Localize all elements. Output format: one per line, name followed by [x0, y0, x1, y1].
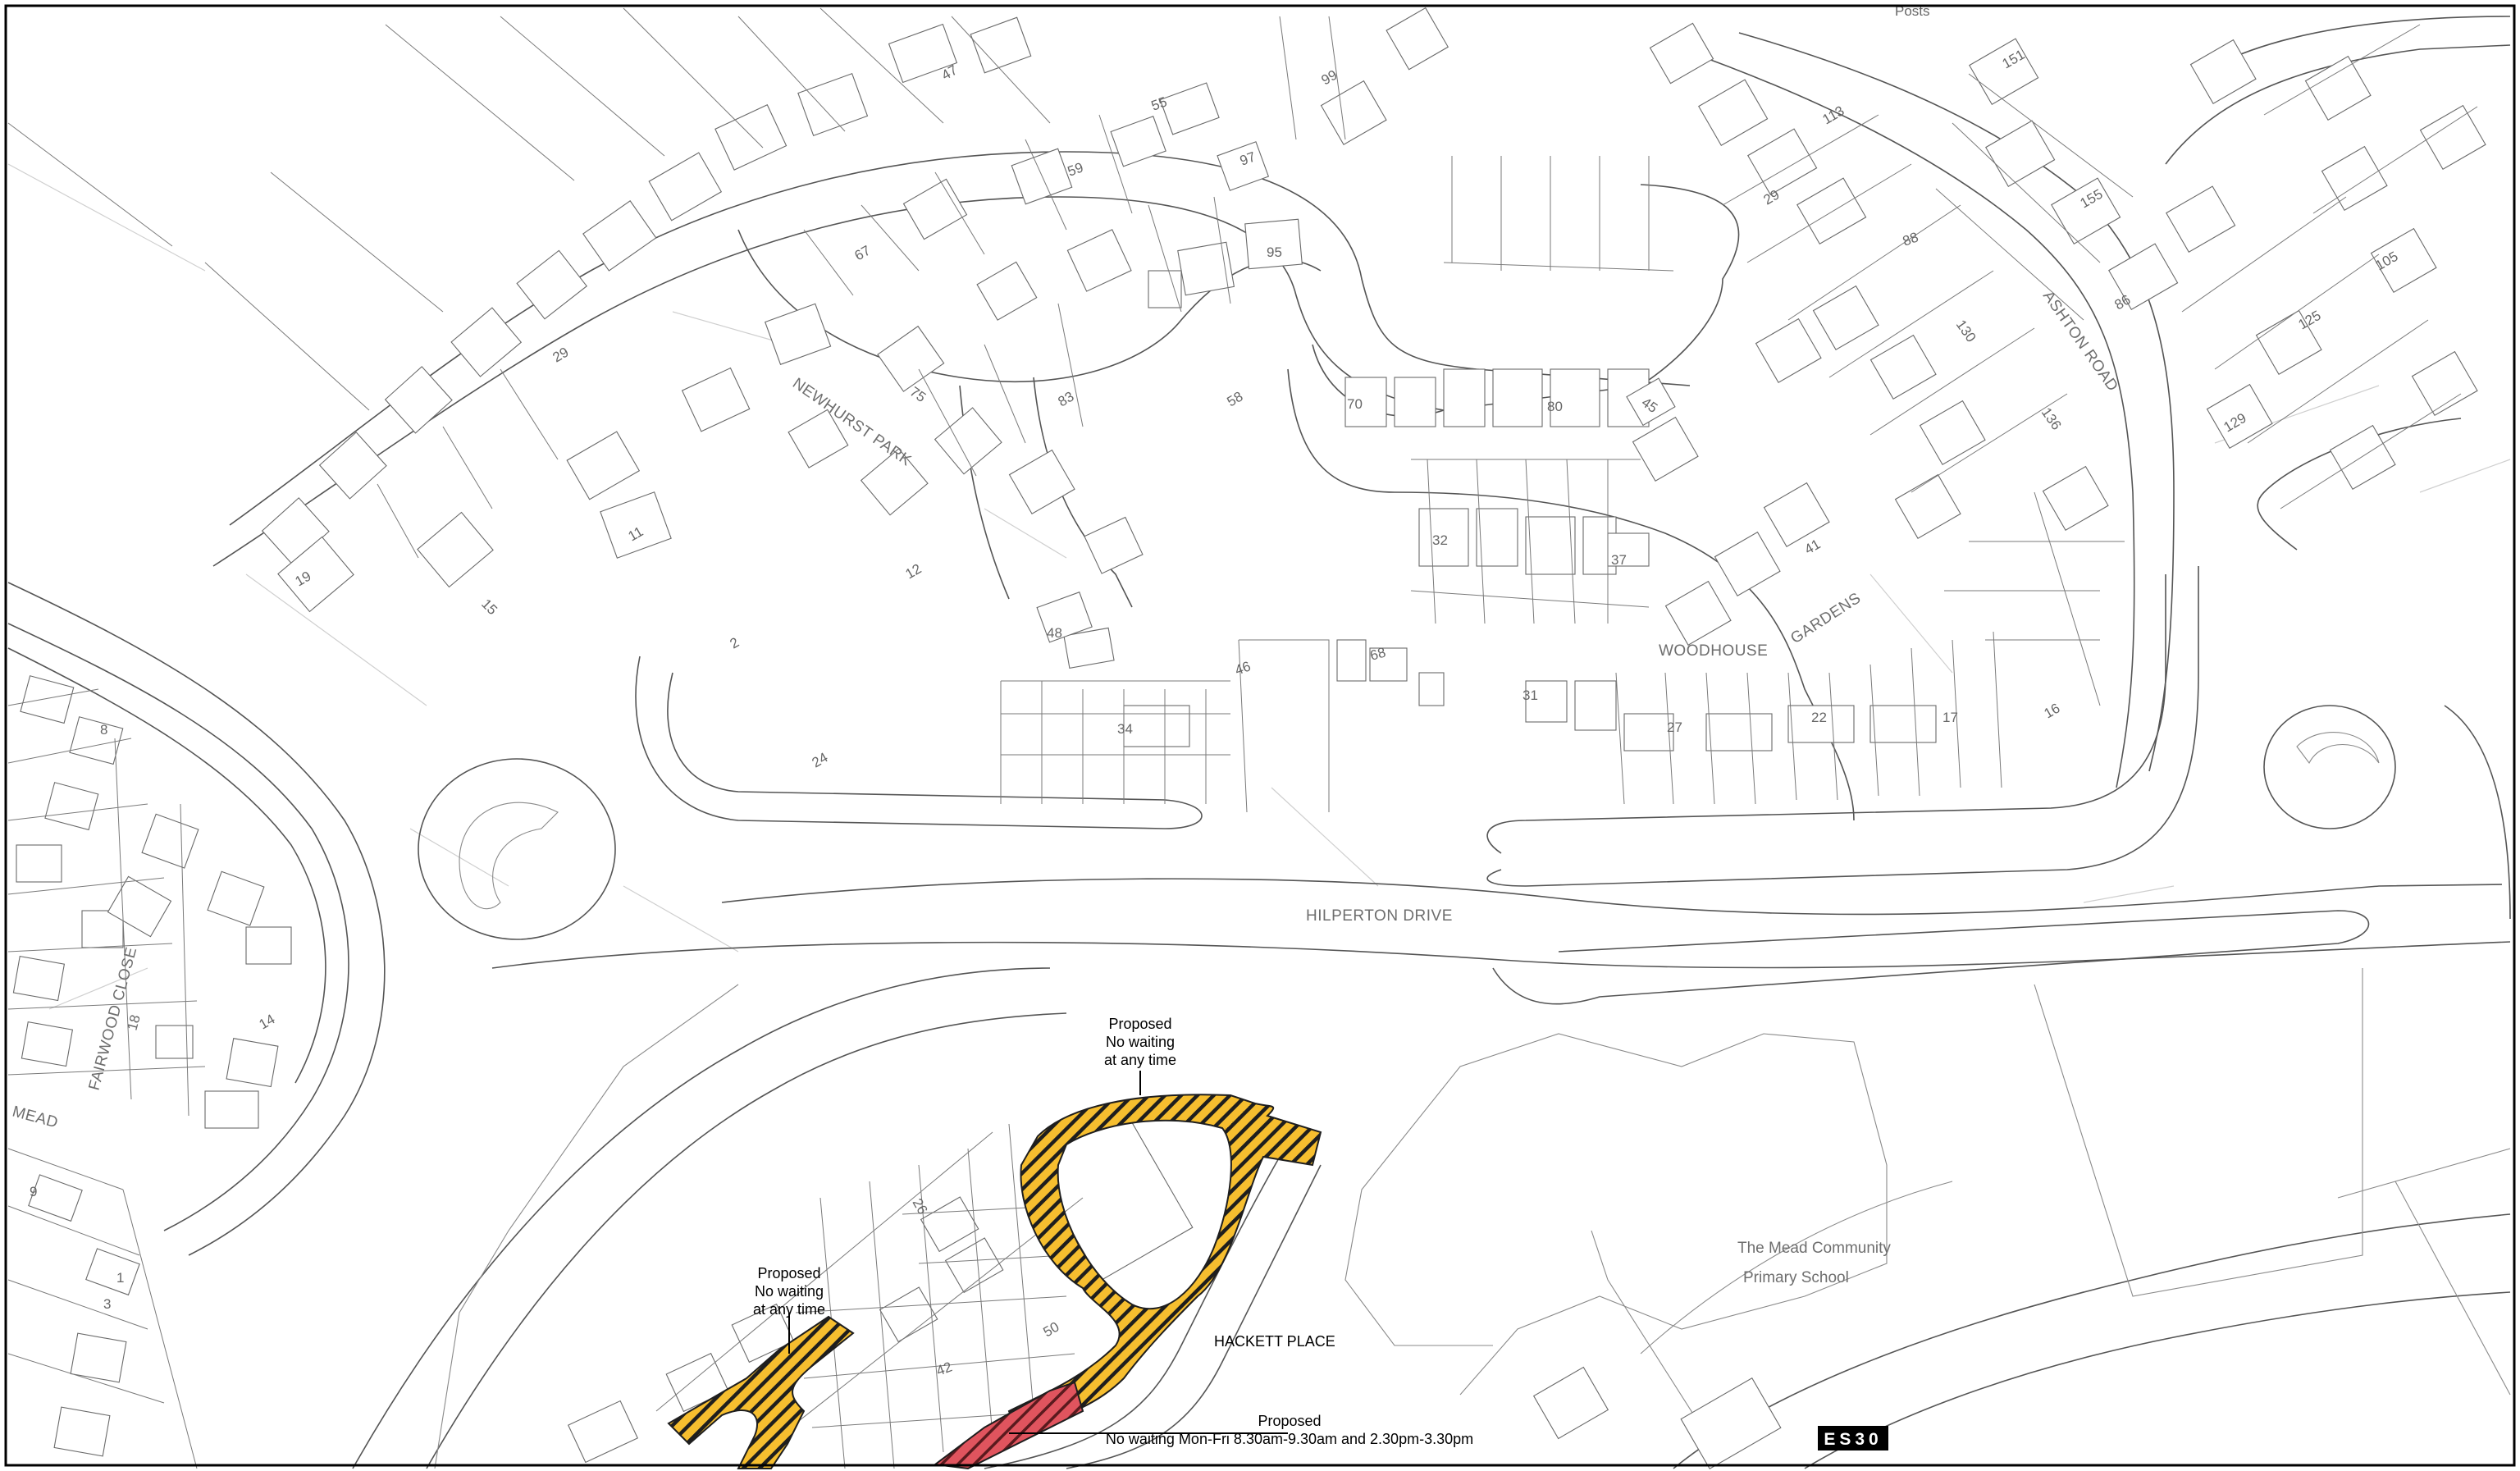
plot-boundaries-northwest	[7, 7, 1674, 559]
road-label-hackett-place: HACKETT PLACE	[1214, 1333, 1335, 1350]
plan-reference-badge	[1818, 1426, 1888, 1450]
plot-boundaries-east	[1722, 24, 2478, 509]
house-number: 27	[1667, 720, 1682, 735]
house-number: 70	[1347, 396, 1363, 412]
house-number: 22	[1811, 710, 1827, 725]
roundabouts	[418, 705, 2396, 940]
buildings-west	[12, 675, 292, 1457]
house-number: 95	[1267, 244, 1282, 260]
buildings-southwest	[567, 1106, 1194, 1464]
annotation-leaders	[788, 1071, 1288, 1434]
annotation-top: Proposed No waiting at any time	[1104, 1016, 1176, 1068]
annotation-left: Proposed No waiting at any time	[753, 1265, 825, 1318]
map-border	[4, 4, 2516, 1467]
annotation-bottom: Proposed No waiting Mon-Fri 8.30am-9.30a…	[1106, 1413, 1473, 1447]
plot-boundaries-central	[1000, 459, 2125, 813]
house-number: 48	[1047, 625, 1062, 641]
road-label-woodhouse: WOODHOUSE	[1659, 642, 1768, 660]
road-label-hilperton-drive: HILPERTON DRIVE	[1306, 907, 1453, 925]
school-name-line1: The Mead Community	[1737, 1240, 1891, 1257]
house-number: 31	[1522, 688, 1538, 703]
plot-boundaries-west	[7, 688, 206, 1469]
house-number: 34	[1117, 721, 1133, 737]
plan-reference: ES30	[1824, 1430, 1882, 1449]
buildings-northwest	[261, 7, 1449, 613]
house-number: 3	[103, 1296, 111, 1312]
annotation-left-line2: No waiting	[755, 1283, 824, 1300]
school-name-line2: Primary School	[1743, 1269, 1849, 1286]
house-number: 37	[1611, 552, 1627, 568]
house-number: 17	[1942, 710, 1958, 725]
house-number: 80	[1547, 399, 1563, 414]
plot-boundaries-southwest	[655, 1123, 1084, 1469]
school-site	[434, 968, 2511, 1470]
house-number: 8	[100, 722, 107, 738]
annotation-left-line1: Proposed	[757, 1265, 820, 1281]
annotation-left-line3: at any time	[753, 1301, 825, 1318]
annotation-bottom-line1: Proposed	[1258, 1413, 1321, 1429]
annotation-top-line3: at any time	[1104, 1052, 1176, 1068]
restriction-no-waiting-any-time-west	[667, 1315, 855, 1469]
house-number: 9	[30, 1184, 37, 1199]
annotation-bottom-line2: No waiting Mon-Fri 8.30am-9.30am and 2.3…	[1106, 1431, 1473, 1447]
annotation-top-line1: Proposed	[1108, 1016, 1171, 1032]
label-posts: Posts	[1895, 3, 1930, 19]
house-number: 32	[1432, 532, 1448, 548]
restriction-no-waiting-any-time-loop	[1007, 1094, 1322, 1433]
house-number: 18	[125, 1013, 144, 1032]
buildings-east	[1649, 22, 2486, 540]
buildings-central	[1036, 368, 1937, 751]
house-number: 68	[1368, 645, 1387, 664]
house-number: 1	[116, 1270, 124, 1286]
annotation-top-line2: No waiting	[1106, 1034, 1175, 1050]
